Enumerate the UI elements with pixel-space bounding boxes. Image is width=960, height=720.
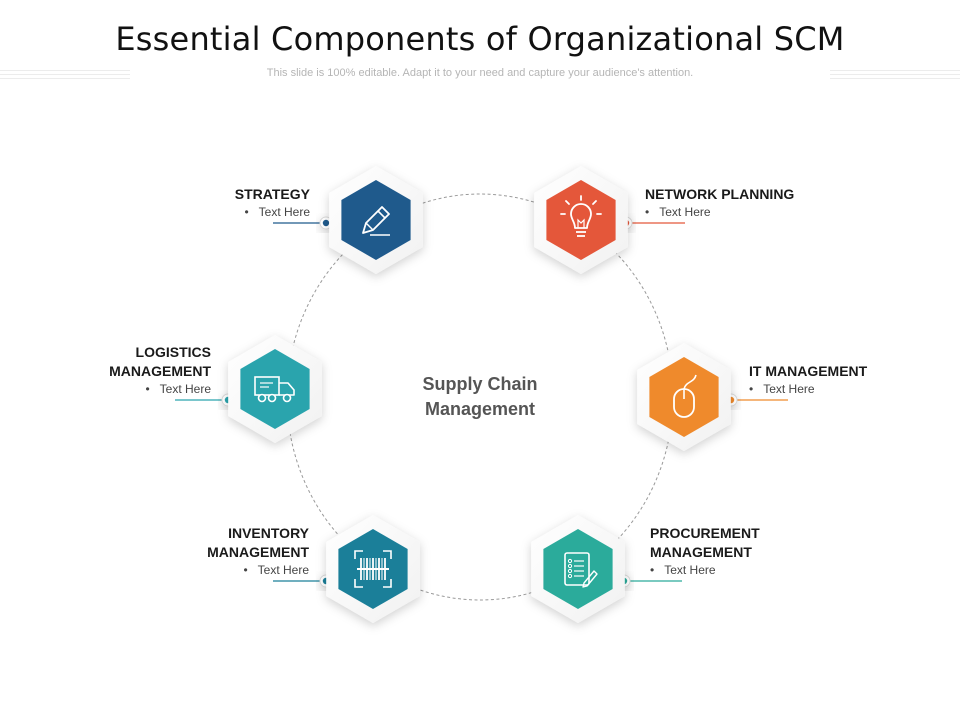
component-node-4 (637, 343, 788, 451)
component-bullet-item: • Text Here (69, 562, 309, 579)
center-label: Supply Chain Management (380, 372, 580, 422)
component-bullet-item: • Text Here (645, 204, 885, 221)
component-item-text: Text Here (659, 205, 711, 219)
component-heading: MANAGEMENT (650, 544, 752, 560)
component-heading: LOGISTICS (135, 344, 211, 360)
component-heading: NETWORK PLANNING (645, 186, 795, 202)
component-bullet-item: • Text Here (0, 381, 211, 398)
component-label-5: INVENTORY MANAGEMENT • Text Here (69, 524, 309, 579)
component-node-2 (534, 166, 685, 274)
hexagon-fill (240, 349, 310, 429)
component-heading: PROCUREMENT (650, 525, 760, 541)
component-heading: STRATEGY (234, 186, 310, 202)
component-item-text: Text Here (664, 563, 716, 577)
component-node-6 (531, 515, 682, 623)
component-bullet-item: • Text Here (749, 381, 960, 398)
component-item-text: Text Here (159, 382, 211, 396)
component-label-3: LOGISTICS MANAGEMENT • Text Here (0, 343, 211, 398)
component-label-1: STRATEGY • Text Here (70, 185, 310, 221)
hexagon-fill (341, 180, 411, 260)
component-bullet-item: • Text Here (70, 204, 310, 221)
slide-subtitle: This slide is 100% editable. Adapt it to… (266, 67, 694, 79)
component-node-5 (273, 515, 420, 623)
lightbulb-icon (560, 195, 602, 237)
slide-title: Essential Components of Organizational S… (115, 20, 845, 58)
bullet-glyph: • (749, 382, 754, 396)
decorative-rule-right (830, 70, 960, 80)
component-label-2: NETWORK PLANNING • Text Here (645, 185, 885, 221)
pencil-icon (362, 206, 390, 236)
center-label-line-2: Management (424, 399, 536, 419)
decorative-rule-left (0, 70, 130, 80)
checklist-icon (564, 552, 598, 588)
bullet-glyph: • (650, 563, 655, 577)
barcode-scanner-icon (354, 550, 392, 588)
bullet-glyph: • (145, 382, 150, 396)
component-item-text: Text Here (257, 563, 309, 577)
hexagon-fill (546, 180, 616, 260)
connector-dot (322, 219, 330, 227)
component-node-3 (175, 335, 322, 443)
component-bullet-item: • Text Here (650, 562, 890, 579)
bullet-glyph: • (645, 205, 650, 219)
component-heading: INVENTORY (228, 525, 309, 541)
component-heading: IT MANAGEMENT (749, 363, 868, 379)
component-heading: MANAGEMENT (109, 363, 211, 379)
component-item-text: Text Here (763, 382, 815, 396)
center-label-line-1: Supply Chain (422, 374, 538, 394)
bullet-glyph: • (243, 563, 248, 577)
component-heading: MANAGEMENT (207, 544, 309, 560)
component-node-1 (273, 166, 423, 274)
hexagon-fill (543, 529, 613, 609)
bullet-glyph: • (244, 205, 249, 219)
computer-mouse-icon (673, 374, 697, 418)
component-label-4: IT MANAGEMENT • Text Here (749, 362, 960, 398)
component-label-6: PROCUREMENT MANAGEMENT • Text Here (650, 524, 890, 579)
delivery-truck-icon (254, 376, 295, 403)
component-item-text: Text Here (258, 205, 310, 219)
